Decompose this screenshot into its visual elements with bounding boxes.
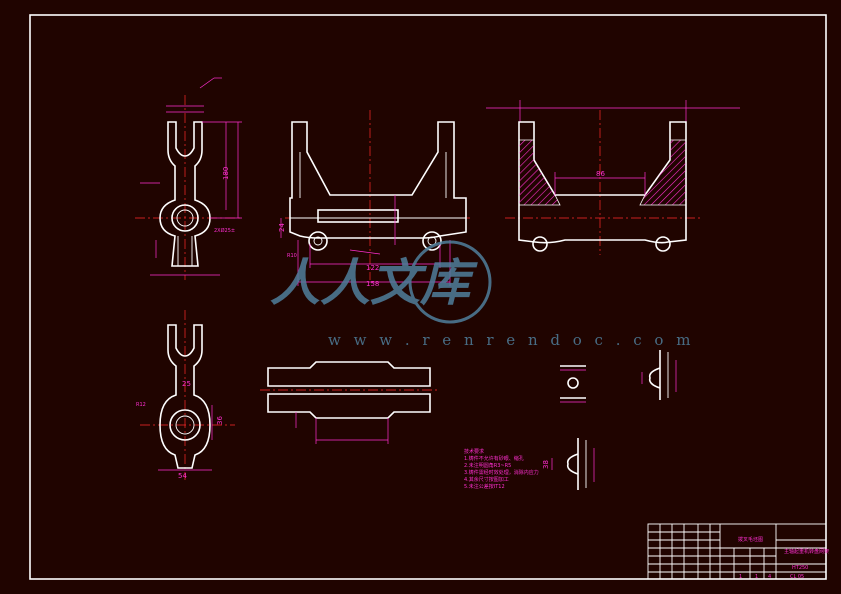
dim-180: 180 bbox=[222, 167, 230, 180]
notes-line-5: 5.未注公差按IT12 bbox=[464, 483, 505, 490]
fork-front-view: 122 158 24 R10 bbox=[278, 110, 470, 288]
dim-158: 158 bbox=[366, 280, 379, 288]
notes-line-1: 1.铸件不允许有砂眼、缩孔 bbox=[464, 455, 524, 462]
detail-pin bbox=[560, 365, 586, 403]
dim-r12: R12 bbox=[136, 402, 146, 408]
dim-122: 122 bbox=[366, 264, 379, 272]
tb-subtitle: 主轴起重机转盘网架 bbox=[784, 548, 829, 555]
dim-24: 24 bbox=[278, 223, 286, 232]
notes-line-2: 2.未注明圆角R3~R5 bbox=[464, 462, 511, 469]
detail-bracket-lower: 38 bbox=[542, 438, 595, 490]
fork-side-view: 180 2XØ25± bbox=[135, 77, 242, 280]
dim-25: 25 bbox=[182, 380, 191, 388]
notes-line-3: 3.铸件需经时效处理，消除内应力 bbox=[464, 469, 539, 476]
title-block: 拨叉毛坯图 主轴起重机转盘网架 HT250 1 1 4 CL 05 bbox=[647, 523, 829, 580]
tb-drawing-code: CL 05 bbox=[790, 574, 804, 580]
tb-scale-0: 1 bbox=[739, 574, 742, 580]
dim-54: 54 bbox=[178, 472, 187, 480]
tb-scale-1: 1 bbox=[755, 574, 758, 580]
technical-notes: 技术要求 1.铸件不允许有砂眼、缩孔 2.未注明圆角R3~R5 3.铸件需经时效… bbox=[464, 448, 539, 490]
dim-2x25: 2XØ25± bbox=[214, 227, 235, 234]
detail-bracket-upper bbox=[641, 350, 677, 400]
fork-bottom-view: 54 36 25 R12 bbox=[136, 310, 235, 480]
dim-36: 36 bbox=[216, 416, 224, 425]
drawing-border bbox=[29, 14, 827, 580]
fork-section-view: 86 bbox=[486, 100, 740, 255]
watermark-url: w w w . r e n r e n d o c . c o m bbox=[328, 331, 694, 349]
notes-line-0: 技术要求 bbox=[464, 448, 484, 455]
dim-38: 38 bbox=[542, 460, 550, 469]
tb-scale-2: 4 bbox=[768, 574, 771, 580]
watermark-brand: 人人文库 bbox=[270, 253, 478, 312]
watermark: 人人文库 w w w . r e n r e n d o c . c o m bbox=[270, 240, 694, 349]
notes-line-4: 4.其余尺寸按图加工 bbox=[464, 476, 509, 483]
dim-r10: R10 bbox=[287, 253, 297, 259]
horizontal-section-view bbox=[260, 361, 440, 444]
dim-86: 86 bbox=[596, 170, 605, 178]
tb-part-name: 拨叉毛坯图 bbox=[738, 536, 763, 543]
tb-material: HT250 bbox=[792, 565, 808, 571]
